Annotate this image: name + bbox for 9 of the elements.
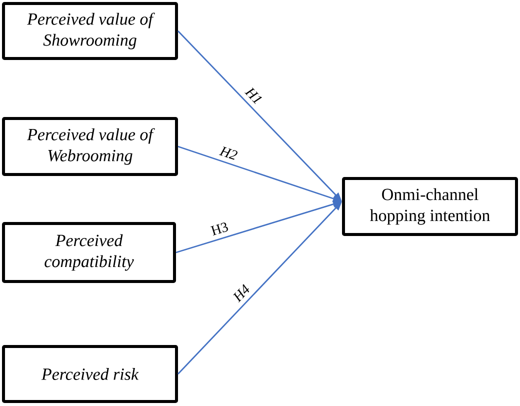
construct-box: Perceived value of Webrooming	[2, 117, 178, 176]
edge-label: H1	[243, 85, 265, 107]
edge-label: H4	[230, 282, 252, 304]
edge-label: H2	[218, 144, 240, 162]
construct-box: Perceived compatibility	[2, 222, 176, 283]
construct-box: Perceived risk	[2, 344, 178, 403]
edge-label: H3	[208, 220, 230, 237]
outcome-box: Onmi-channel hopping intention	[342, 177, 518, 236]
construct-box: Perceived value of Showrooming	[2, 2, 178, 60]
